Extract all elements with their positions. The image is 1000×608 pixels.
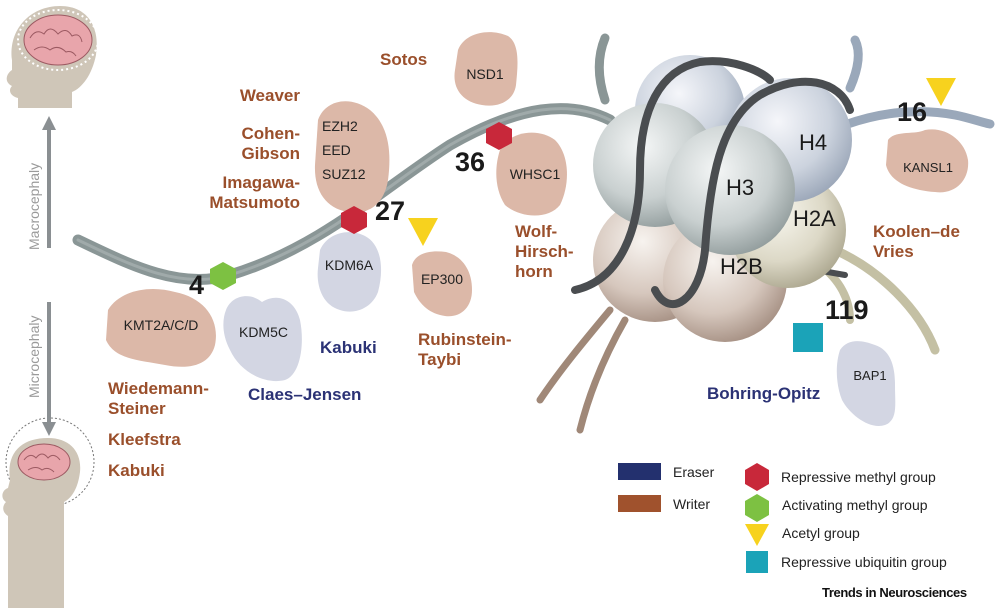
residue-k36: 36 [455,147,486,177]
histone-h2b: H2B [720,254,763,279]
legend-ubiquitin-label: Repressive ubiquitin group [781,554,947,570]
disorder-imagawa-matsumoto: Imagawa- Matsumoto [209,173,300,212]
residue-k4: 4 [189,270,205,300]
legend-activating-methyl-icon [745,494,769,522]
legend-eraser-label: Eraser [673,464,715,480]
legend-writer-swatch [618,495,661,512]
macrocephaly-head-icon [6,6,99,108]
enzyme-suz12: SUZ12 [322,166,366,182]
disorder-claes-jensen: Claes–Jensen [248,385,362,404]
ezh2-complex-blob [314,101,390,213]
enzyme-eed: EED [322,142,351,158]
microcephaly-label: Microcephaly [26,315,42,398]
macrocephaly-arrow [42,116,56,248]
histone-h3: H3 [726,175,755,200]
histone-h4: H4 [799,130,828,155]
kdm6a-blob [317,232,382,312]
nucleosome [593,55,852,342]
legend-acetyl-label: Acetyl group [782,525,860,541]
nsd1-blob [454,32,518,106]
whsc1-blob [496,132,567,216]
acetyl-k16-marker [926,78,956,106]
enzyme-kmt2a: KMT2A/C/D [123,317,199,333]
legend-eraser-swatch [618,463,661,480]
legend-ubiquitin-icon [746,551,768,573]
macrocephaly-label: Macrocephaly [26,162,42,250]
activating-methyl-k4-marker [210,262,236,290]
enzyme-nsd1: NSD1 [466,66,504,82]
journal-credit: Trends in Neurosciences [822,585,967,600]
acetyl-k27-marker [408,218,438,246]
legend-writer-label: Writer [673,496,711,512]
microcephaly-head-icon [2,417,95,608]
disorder-wolf-hirschhorn: Wolf- Hirsch- horn [515,222,574,281]
legend-acetyl-icon [745,524,769,546]
disorder-bohring-opitz: Bohring-Opitz [707,384,821,403]
disorder-cohen-gibson: Cohen- Gibson [241,124,300,163]
enzyme-kdm5c: KDM5C [238,324,288,340]
h4-tail-upper [845,35,863,93]
kansl1-blob [886,129,969,193]
ep300-blob [412,251,472,317]
disorder-sotos: Sotos [380,50,428,69]
enzyme-bap1: BAP1 [853,368,887,383]
h2b-tail [576,316,629,434]
legend-repressive-methyl-label: Repressive methyl group [781,469,936,485]
histone-h2a: H2A [793,206,836,231]
repressive-methyl-k36-marker [486,122,512,150]
disorder-koolen-de-vries: Koolen–de Vries [873,222,960,261]
legend-repressive-methyl-icon [745,463,769,491]
disorder-weaver: Weaver [239,86,300,105]
dna-strand [571,57,774,294]
microcephaly-arrow [42,302,56,436]
h3-tail [594,33,610,105]
h2b-tail [536,306,614,404]
residue-k27: 27 [375,196,406,226]
enzyme-whsc1: WHSC1 [509,166,561,182]
h2a-tail [830,245,940,355]
repressive-methyl-k27-marker [341,206,367,234]
dna-strand [651,77,854,308]
disorder-kleefstra: Kleefstra [108,430,181,449]
enzyme-kansl1: KANSL1 [903,160,953,175]
enzyme-kdm6a: KDM6A [324,257,374,273]
kdm5c-blob [223,296,302,382]
disorder-wiedemann-steiner: Wiedemann- Steiner [108,379,209,418]
disorder-kabuki-eraser: Kabuki [320,338,377,357]
legend-activating-methyl-label: Activating methyl group [782,497,928,513]
kmt2a-blob [106,289,216,367]
residue-k16: 16 [897,97,928,127]
ubiquitin-k119-marker [793,323,823,352]
residue-k119: 119 [825,295,869,325]
enzyme-ep300: EP300 [420,271,464,287]
bap1-blob [836,341,896,426]
enzyme-ezh2: EZH2 [322,118,358,134]
h4-tail-main [840,107,995,130]
disorder-kabuki-writer: Kabuki [108,461,165,480]
disorder-rubinstein-taybi: Rubinstein- Taybi [418,330,512,369]
